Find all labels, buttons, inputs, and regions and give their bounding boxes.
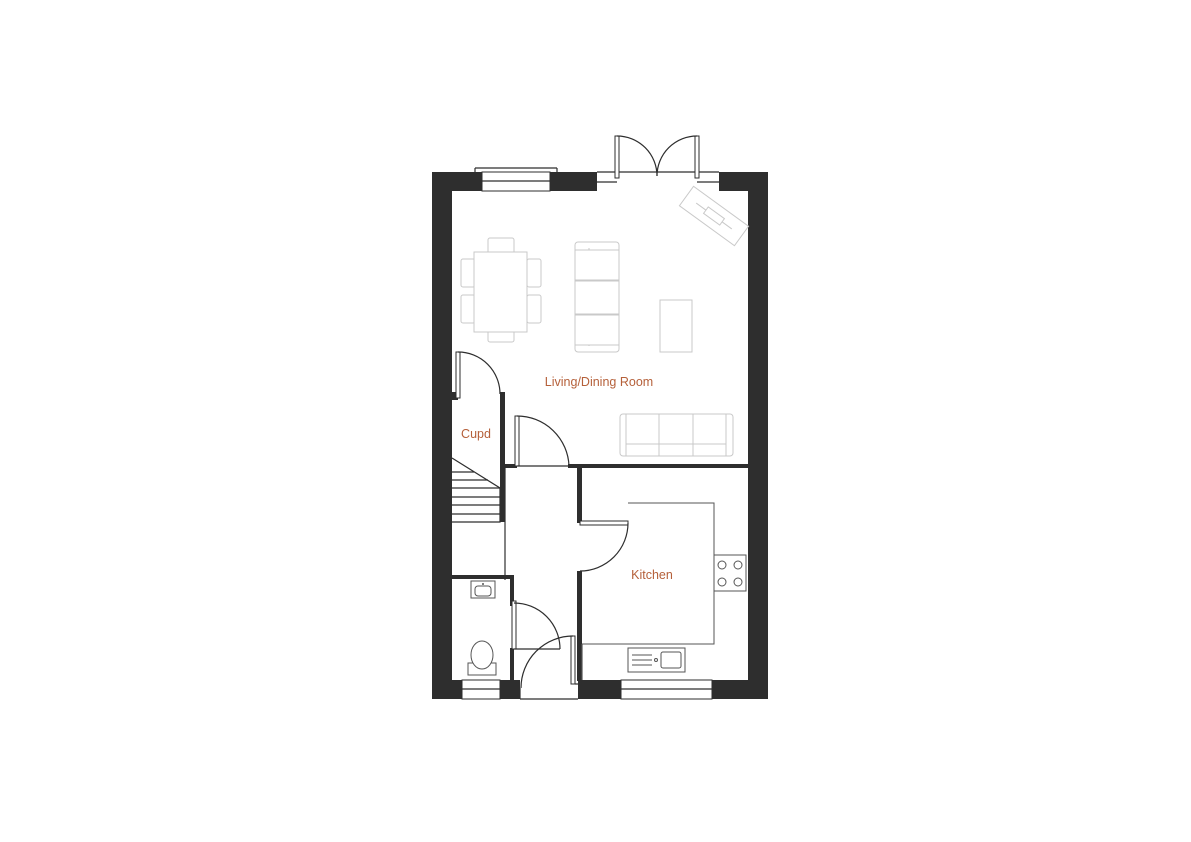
bottom-wall-wc bbox=[500, 680, 520, 699]
kitchen-window bbox=[620, 679, 713, 700]
hob bbox=[713, 554, 747, 592]
wc-basin bbox=[470, 580, 496, 599]
sofa-vertical bbox=[574, 241, 620, 353]
stairs bbox=[451, 457, 506, 580]
top-wall-right bbox=[719, 172, 768, 191]
dining-set bbox=[460, 237, 542, 343]
coffee-table bbox=[659, 299, 693, 353]
hall-door bbox=[514, 415, 570, 467]
french-doors bbox=[597, 135, 719, 183]
kitchen-door bbox=[579, 520, 629, 572]
front-door bbox=[519, 635, 578, 700]
top-wall-left bbox=[432, 172, 482, 191]
tv-unit bbox=[678, 185, 750, 247]
kitchen-top-wall bbox=[568, 464, 748, 468]
dining-chair-right-1 bbox=[526, 258, 542, 288]
bottom-wall-kitchen-left bbox=[578, 680, 621, 699]
room-label-living-dining: Living/Dining Room bbox=[545, 375, 653, 389]
cupd-wall-right bbox=[500, 392, 505, 522]
wc-right-wall-upper bbox=[510, 575, 514, 606]
wc-top-wall bbox=[452, 575, 514, 579]
dining-chair-left-2 bbox=[460, 294, 476, 324]
bottom-wall-kitchen-right bbox=[712, 680, 768, 699]
dining-chair-right-2 bbox=[526, 294, 542, 324]
kitchen-sink bbox=[627, 647, 686, 673]
cupd-door bbox=[455, 351, 501, 399]
outer-walls bbox=[432, 172, 768, 699]
dining-chair-left-1 bbox=[460, 258, 476, 288]
bottom-wall-left bbox=[432, 680, 462, 699]
wc-door bbox=[511, 600, 561, 650]
room-label-cupd: Cupd bbox=[461, 427, 491, 441]
sofa-horizontal bbox=[619, 413, 734, 457]
room-label-kitchen: Kitchen bbox=[631, 568, 673, 582]
wc-toilet bbox=[467, 640, 497, 676]
top-wall-middle bbox=[550, 172, 597, 191]
cupd-wall-foot bbox=[505, 464, 517, 468]
top-window bbox=[474, 167, 558, 192]
left-wall bbox=[432, 172, 452, 699]
hall-kitchen-wall-upper bbox=[577, 468, 582, 523]
dining-table bbox=[473, 251, 528, 333]
wc-right-wall-lower bbox=[510, 648, 514, 680]
cupd-wall-left-stub bbox=[452, 392, 458, 400]
right-wall bbox=[748, 172, 768, 699]
hall-kitchen-wall-lower bbox=[577, 571, 582, 681]
wc-window bbox=[461, 679, 501, 700]
internal-walls bbox=[452, 392, 748, 681]
